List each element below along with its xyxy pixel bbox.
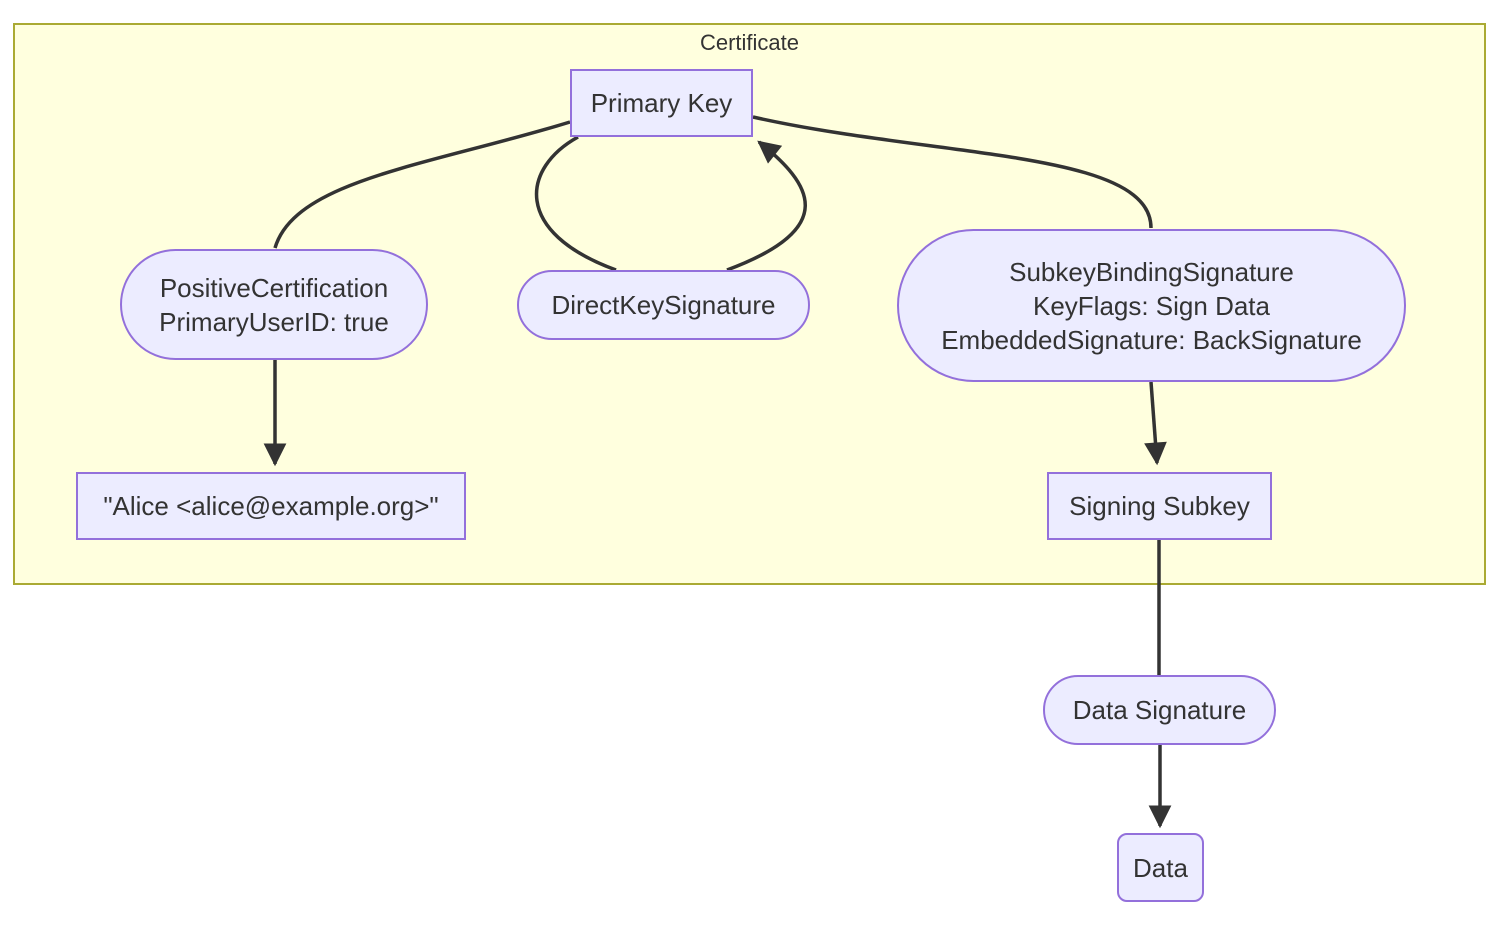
node-positive-certification-line2: PrimaryUserID: true — [159, 306, 389, 337]
node-signing-subkey: Signing Subkey — [1047, 472, 1272, 540]
node-subkey-binding-signature-line3: EmbeddedSignature: BackSignature — [941, 324, 1362, 355]
node-data-signature: Data Signature — [1043, 675, 1276, 745]
node-data-signature-label: Data Signature — [1072, 695, 1247, 725]
node-user-id-label: "Alice <alice@example.org>" — [103, 491, 439, 521]
node-subkey-binding-signature-line1: SubkeyBindingSignature — [1009, 256, 1294, 287]
node-primary-key: Primary Key — [570, 69, 753, 137]
node-direct-key-signature: DirectKeySignature — [517, 270, 810, 340]
node-signing-subkey-label: Signing Subkey — [1069, 491, 1250, 521]
node-positive-certification: PositiveCertification PrimaryUserID: tru… — [120, 249, 428, 360]
node-user-id: "Alice <alice@example.org>" — [76, 472, 466, 540]
node-data-label: Data — [1133, 852, 1188, 883]
node-data: Data — [1117, 833, 1204, 902]
node-direct-key-signature-label: DirectKeySignature — [551, 290, 776, 320]
node-subkey-binding-signature-line2: KeyFlags: Sign Data — [1032, 290, 1270, 321]
node-primary-key-label: Primary Key — [590, 88, 733, 118]
certificate-container-label: Certificate — [699, 30, 800, 55]
node-subkey-binding-signature: SubkeyBindingSignature KeyFlags: Sign Da… — [897, 229, 1406, 382]
node-positive-certification-line1: PositiveCertification — [159, 272, 389, 303]
